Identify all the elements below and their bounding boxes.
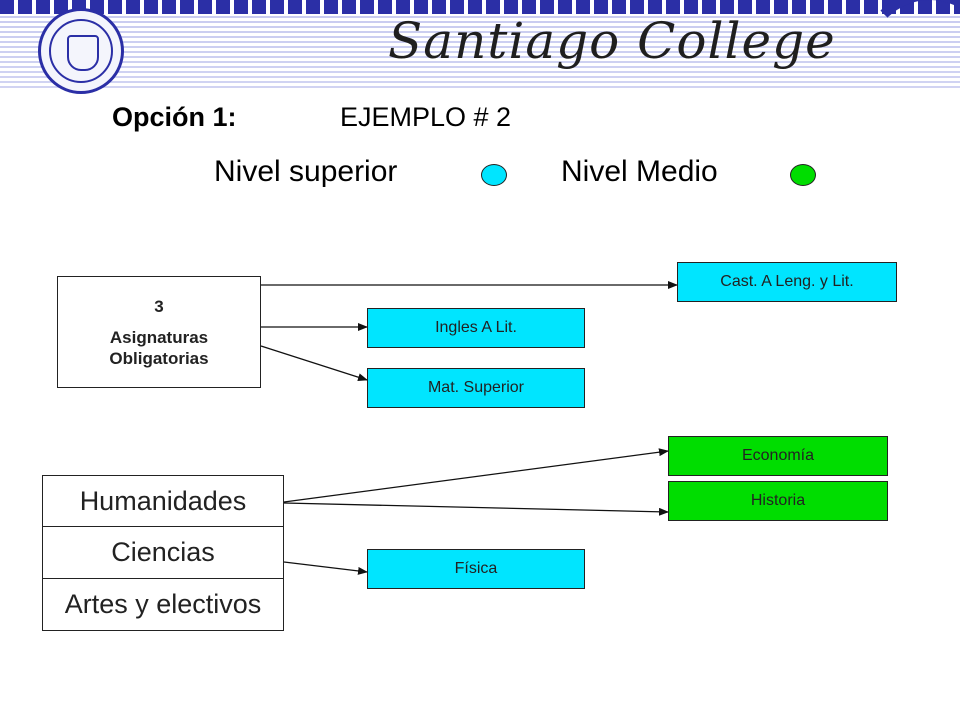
header-banner xyxy=(0,0,960,92)
legend-superior-label: Nivel superior xyxy=(214,155,398,188)
banner-stripe xyxy=(0,0,960,14)
arrow-to-mat xyxy=(260,345,368,382)
arrow-to-fisica xyxy=(283,561,368,575)
subject-cast: Cast. A Leng. y Lit. xyxy=(677,262,897,302)
banner-fade xyxy=(0,16,960,90)
legend-superior-dot xyxy=(481,164,507,186)
legend-medio-label: Nivel Medio xyxy=(561,155,718,188)
area-artes: Artes y electivos xyxy=(42,579,284,631)
mandatory-label-line1: Asignaturas xyxy=(109,327,209,347)
area-humanidades: Humanidades xyxy=(42,475,284,527)
area-ciencias: Ciencias xyxy=(42,527,284,579)
legend-medio-dot xyxy=(790,164,816,186)
brand-title: Santiago College xyxy=(388,12,836,70)
option-label: Opción 1: xyxy=(112,102,237,132)
mandatory-count: 3 xyxy=(154,296,164,316)
subject-ingles: Ingles A Lit. xyxy=(367,308,585,348)
subject-historia: Historia xyxy=(668,481,888,521)
subject-fisica: Física xyxy=(367,549,585,589)
mandatory-label-line2: Obligatorias xyxy=(109,348,209,368)
banner-lines xyxy=(0,16,960,90)
mandatory-subjects-box: 3 Asignaturas Obligatorias xyxy=(57,276,261,388)
example-label: EJEMPLO # 2 xyxy=(340,102,512,132)
college-seal-icon xyxy=(38,8,124,94)
arrow-to-historia xyxy=(283,502,669,516)
arrow-to-economia xyxy=(283,448,669,503)
subject-mat-superior: Mat. Superior xyxy=(367,368,585,408)
subject-economia: Economía xyxy=(668,436,888,476)
